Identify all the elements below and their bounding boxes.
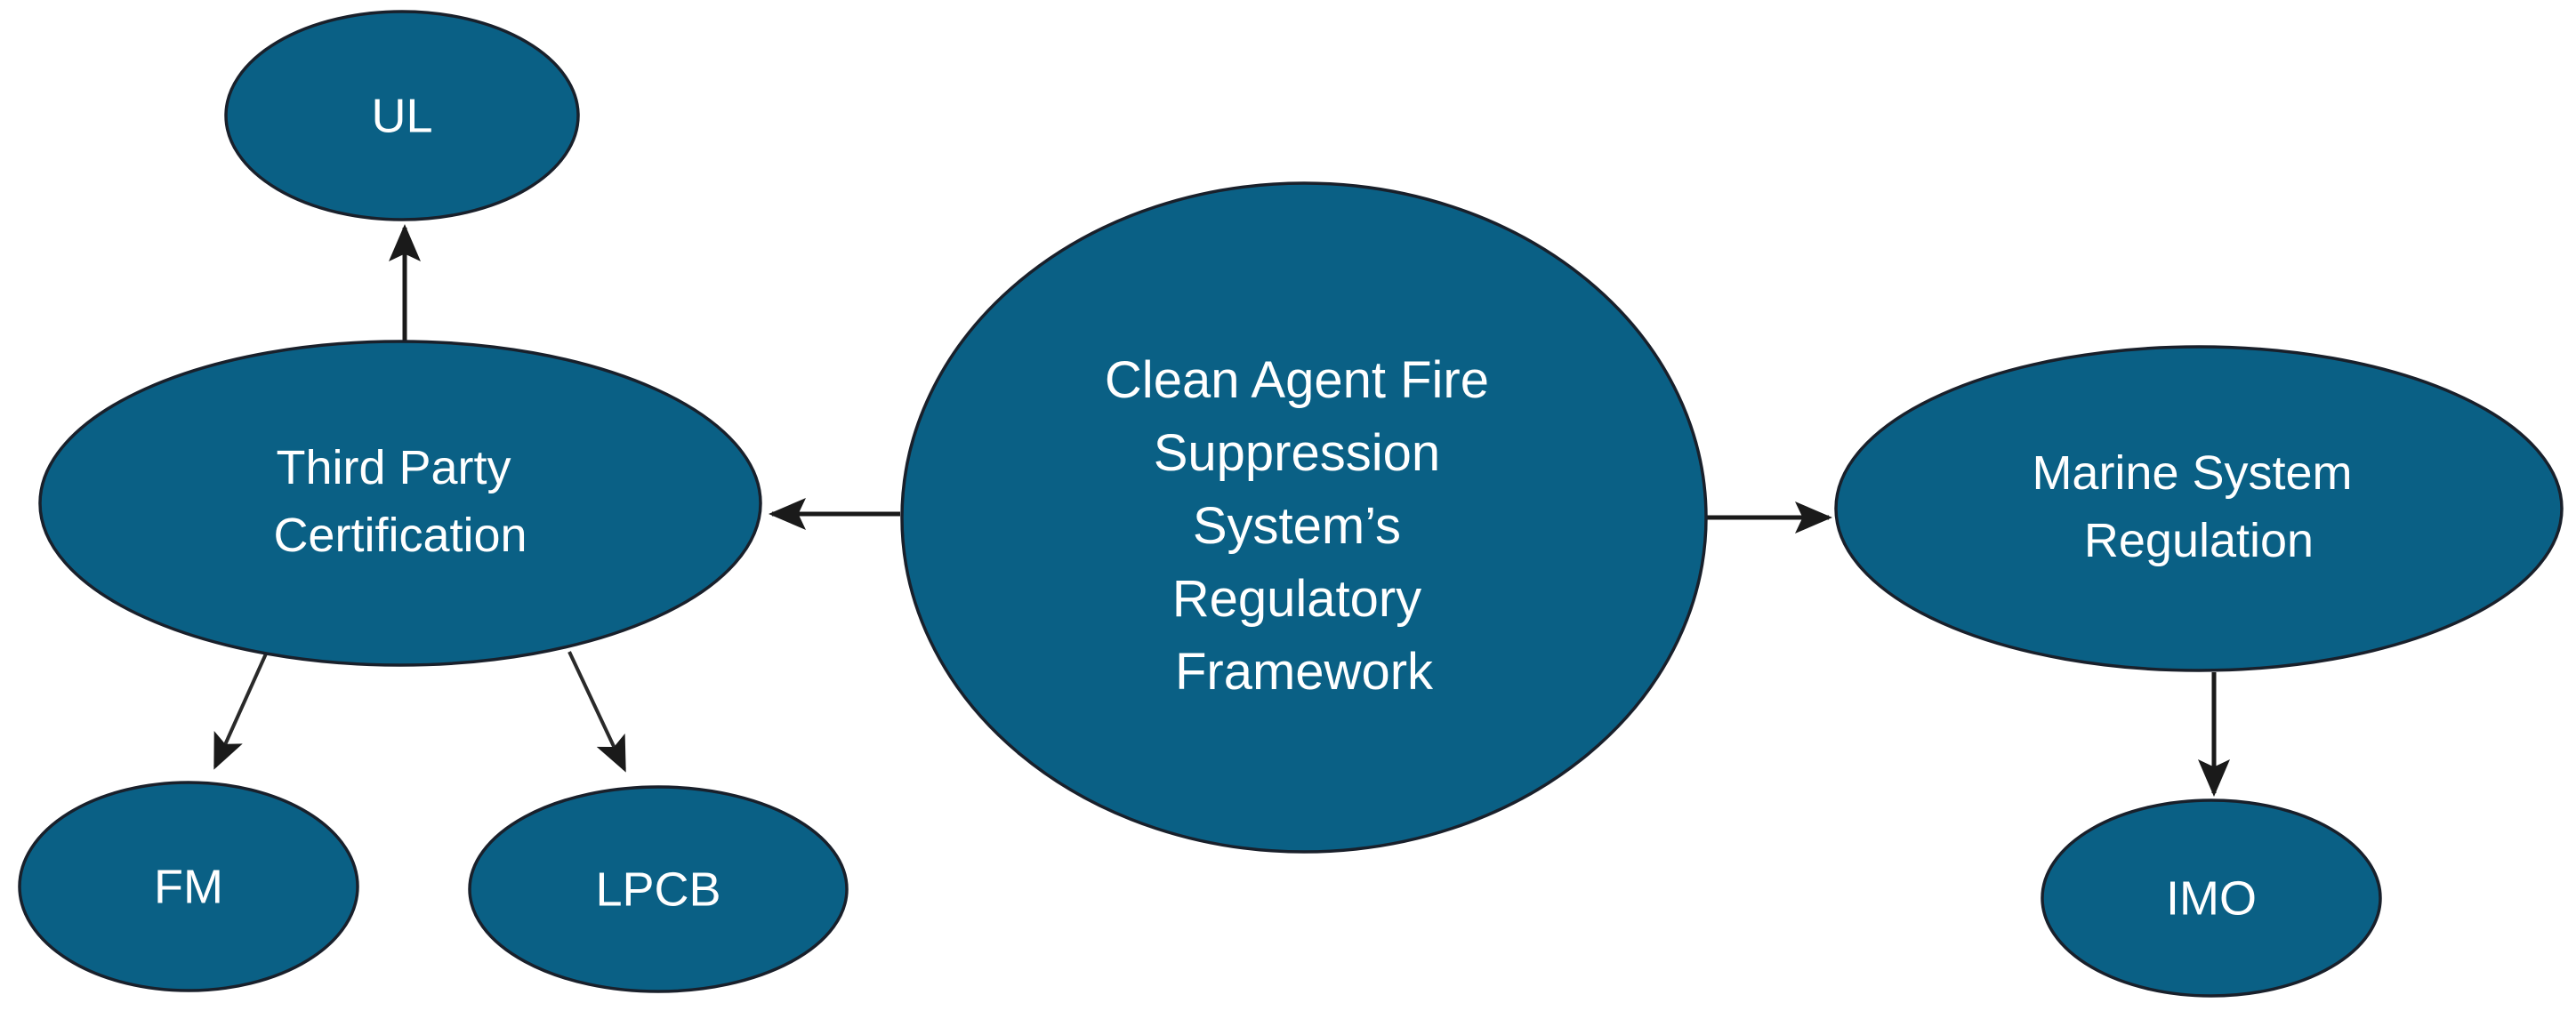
label-line-5: Framework xyxy=(1175,643,1434,701)
label-line-1: Clean Agent Fire xyxy=(1105,351,1489,409)
node-clean-agent-framework-shape[interactable] xyxy=(900,181,1708,854)
label-line-2: Regulation xyxy=(2084,514,2314,567)
label-line-4: Regulatory xyxy=(1172,570,1421,628)
node-imo-label: IMO xyxy=(2166,871,2257,925)
label-line-1: Marine System xyxy=(2032,446,2352,500)
label-line-2: Certification xyxy=(273,509,527,562)
node-ul-shape[interactable] xyxy=(224,10,580,221)
node-marine-system-regulation-shape[interactable] xyxy=(1834,345,2564,672)
node-imo-shape[interactable] xyxy=(2041,798,2382,998)
label-line-2: Suppression xyxy=(1154,424,1440,482)
edge-third-party-to-fm xyxy=(213,651,269,770)
node-clean-agent-framework[interactable]: Clean Agent Fire Suppression System’s Re… xyxy=(900,181,1708,854)
edges-layer xyxy=(213,223,2230,798)
label-line-1: Third Party xyxy=(276,441,511,494)
node-clean-agent-framework-label: Clean Agent Fire Suppression System’s Re… xyxy=(1105,351,1503,701)
node-third-party-certification-shape[interactable] xyxy=(38,340,762,667)
label-line-3: System’s xyxy=(1193,497,1401,555)
node-ul-label: UL xyxy=(371,89,432,142)
node-lpcb[interactable]: LPCB xyxy=(468,785,849,993)
edge-third-party-to-lpcb xyxy=(568,651,626,773)
node-marine-system-regulation-label: Marine System Regulation xyxy=(2032,446,2365,567)
node-lpcb-shape[interactable] xyxy=(468,785,849,993)
node-ul[interactable]: UL xyxy=(224,10,580,221)
node-third-party-certification[interactable]: Third Party Certification xyxy=(38,340,762,667)
node-marine-system-regulation[interactable]: Marine System Regulation xyxy=(1834,345,2564,672)
node-imo[interactable]: IMO xyxy=(2041,798,2382,998)
node-fm-shape[interactable] xyxy=(18,781,359,992)
node-fm[interactable]: FM xyxy=(18,781,359,992)
node-lpcb-label: LPCB xyxy=(595,863,720,916)
node-fm-label: FM xyxy=(154,860,223,913)
node-third-party-certification-label: Third Party Certification xyxy=(273,441,527,562)
